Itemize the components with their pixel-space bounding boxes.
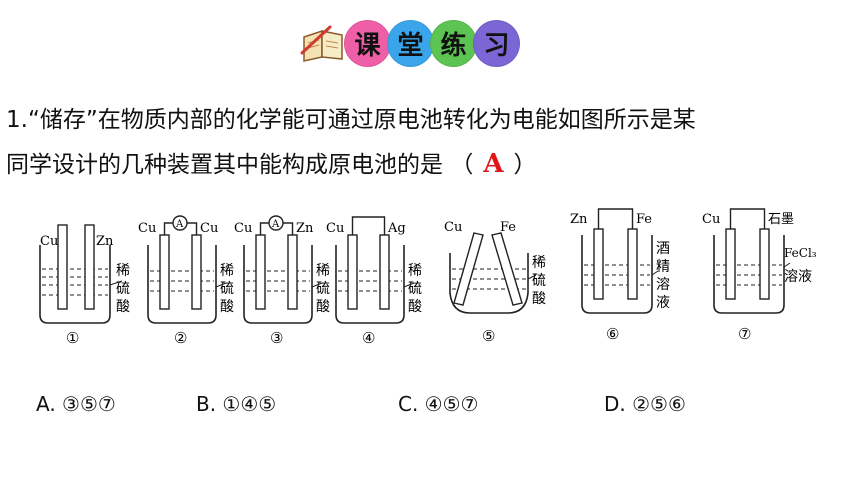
- solution-3-c: 酸: [316, 299, 330, 315]
- solution-4-b: 硫: [408, 281, 422, 297]
- electrode-left-5: Cu: [444, 220, 462, 235]
- section-header: 课 堂 练 习: [300, 18, 520, 68]
- solution-7-a: FeCl₃: [784, 246, 817, 260]
- solution-3-a: 稀: [316, 263, 330, 279]
- apparatus-label-5: ⑤: [482, 327, 495, 345]
- apparatus-4: Cu Ag 稀 硫 酸 ④: [326, 216, 422, 347]
- electrode-right-5: Fe: [500, 220, 516, 235]
- solution-2-b: 硫: [220, 281, 234, 297]
- header-char-1: 课: [344, 19, 391, 67]
- electrode-right-6: Fe: [636, 212, 652, 227]
- apparatus-label-1: ①: [66, 329, 79, 347]
- apparatus-diagrams: Cu Zn 稀 硫 酸 ① A Cu Cu 稀 硫 酸 ② A: [39, 208, 817, 347]
- apparatus-3: A Cu Zn 稀 硫 酸 ③: [234, 215, 330, 347]
- answer-paren-open: （: [450, 152, 474, 178]
- electrode-left-2: Cu: [138, 221, 156, 236]
- answer-mark: A: [483, 149, 504, 179]
- solution-4-c: 酸: [408, 299, 422, 315]
- apparatus-label-4: ④: [362, 329, 375, 347]
- solution-1-c: 酸: [116, 299, 130, 315]
- solution-2-c: 酸: [220, 299, 234, 315]
- electrode-right-7: 石墨: [768, 212, 794, 227]
- question-text: 1.“储存”在物质内部的化学能可通过原电池转化为电能如图所示是某 同学设计的几种…: [6, 98, 696, 187]
- electrode-right-1: Zn: [96, 234, 114, 249]
- answer-paren-close: ）: [513, 152, 537, 178]
- electrode-left-4: Cu: [326, 221, 344, 236]
- apparatus-label-6: ⑥: [606, 325, 619, 343]
- apparatus-5: Cu Fe 稀 硫 酸 ⑤: [444, 220, 546, 345]
- electrode-right-4: Ag: [387, 221, 406, 236]
- solution-3-b: 硫: [316, 281, 330, 297]
- apparatus-label-3: ③: [270, 329, 283, 347]
- ammeter-2: A: [175, 219, 184, 230]
- electrode-left-3: Cu: [234, 221, 252, 236]
- answer-options: A. ③⑤⑦ B. ①④⑤ C. ④⑤⑦ D. ②⑤⑥: [0, 392, 860, 422]
- question-line-1: 1.“储存”在物质内部的化学能可通过原电池转化为电能如图所示是某: [6, 107, 696, 133]
- solution-5-c: 酸: [532, 291, 546, 307]
- apparatus-label-7: ⑦: [738, 325, 751, 343]
- apparatus-6: Zn Fe 酒 精 溶 液 ⑥: [570, 208, 670, 343]
- solution-5-a: 稀: [532, 255, 546, 271]
- electrode-right-3: Zn: [296, 221, 314, 236]
- question-line-2-text: 同学设计的几种装置其中能构成原电池的是: [6, 152, 443, 178]
- solution-6-a: 酒: [656, 241, 670, 257]
- header-char-2: 堂: [387, 19, 434, 67]
- header-char-4: 习: [473, 19, 520, 67]
- question-line-2: 同学设计的几种装置其中能构成原电池的是 （ A ）: [6, 142, 696, 187]
- electrode-right-2: Cu: [200, 221, 218, 236]
- apparatus-label-2: ②: [174, 329, 187, 347]
- option-a[interactable]: A. ③⑤⑦: [36, 392, 116, 416]
- solution-1-a: 稀: [116, 263, 130, 279]
- book-icon: [300, 25, 343, 62]
- solution-6-b: 精: [656, 259, 670, 275]
- solution-7-b: 溶液: [784, 269, 812, 285]
- electrode-left-7: Cu: [702, 212, 720, 227]
- solution-2-a: 稀: [220, 263, 234, 279]
- solution-4-a: 稀: [408, 263, 422, 279]
- option-d[interactable]: D. ②⑤⑥: [604, 392, 686, 416]
- option-c[interactable]: C. ④⑤⑦: [398, 392, 479, 416]
- option-b[interactable]: B. ①④⑤: [196, 392, 277, 416]
- electrode-left-6: Zn: [570, 212, 588, 227]
- apparatus-2: A Cu Cu 稀 硫 酸 ②: [138, 215, 234, 347]
- ammeter-3: A: [271, 219, 280, 230]
- solution-5-b: 硫: [532, 273, 546, 289]
- solution-1-b: 硫: [116, 281, 130, 297]
- apparatus-1: Cu Zn 稀 硫 酸 ①: [39, 224, 130, 347]
- apparatus-7: Cu 石墨 FeCl₃ 溶液 ⑦: [702, 208, 817, 343]
- solution-6-c: 溶: [656, 277, 670, 293]
- electrode-left-1: Cu: [40, 234, 58, 249]
- header-char-3: 练: [430, 19, 477, 67]
- solution-6-d: 液: [656, 295, 670, 311]
